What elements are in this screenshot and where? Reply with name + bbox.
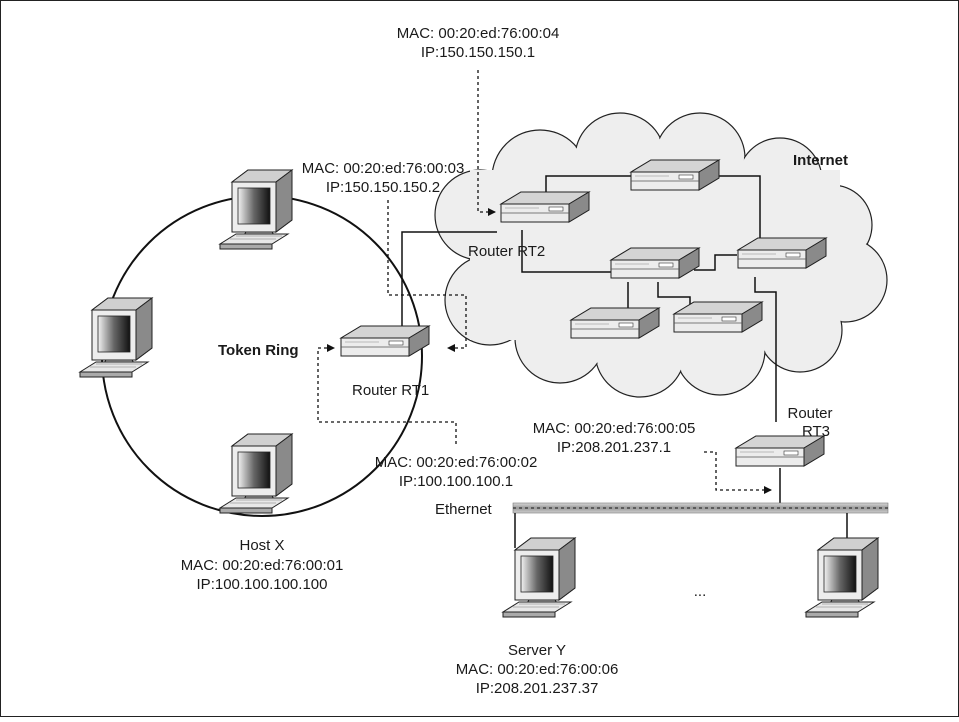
address-pointers <box>317 70 772 494</box>
rt2-ip-label: IP:150.150.150.1 <box>421 44 535 61</box>
internet-links <box>401 175 777 422</box>
server-y-computer-icon <box>502 537 576 618</box>
internet-label: Internet <box>793 152 848 169</box>
ethernet-bus <box>512 502 889 548</box>
ellipsis: ... <box>694 583 707 600</box>
rt2-mac-label: MAC: 00:20:ed:76:00:04 <box>397 25 560 42</box>
ring-computer-icon <box>79 297 153 378</box>
internet-router-icon <box>673 301 763 333</box>
server-y-ip-label: IP:208.201.237.37 <box>476 680 599 697</box>
router-rt2-icon <box>500 191 590 223</box>
router-rt3-icon <box>735 435 825 467</box>
router-rt1-label: Router RT1 <box>352 382 429 399</box>
ring-computer-icon <box>219 169 293 250</box>
internet-router-icon <box>570 307 660 339</box>
server-y-label: Server Y <box>508 642 566 659</box>
host-x-computer-icon <box>219 433 293 514</box>
router-rt3-label-line1: Router <box>787 405 832 422</box>
ethernet-label: Ethernet <box>435 501 493 518</box>
router-rt1-icon <box>340 325 430 357</box>
token-ring-label: Token Ring <box>218 342 299 359</box>
rt3-mac-label: MAC: 00:20:ed:76:00:05 <box>533 420 696 437</box>
rt1-lower-ip-label: IP:100.100.100.1 <box>399 473 513 490</box>
internet-router-icon <box>610 247 700 279</box>
rt3-ip-label: IP:208.201.237.1 <box>557 439 671 456</box>
rt1-upper-ip-label: IP:150.150.150.2 <box>326 179 440 196</box>
host-x-mac-label: MAC: 00:20:ed:76:00:01 <box>181 557 344 574</box>
rt1-lower-mac-label: MAC: 00:20:ed:76:00:02 <box>375 454 538 471</box>
server-y-mac-label: MAC: 00:20:ed:76:00:06 <box>456 661 619 678</box>
ethernet-computer-icon <box>805 537 879 618</box>
host-x-ip-label: IP:100.100.100.100 <box>197 576 328 593</box>
internet-router-icon <box>737 237 827 269</box>
internet-router-icon <box>630 159 720 191</box>
rt1-upper-mac-label: MAC: 00:20:ed:76:00:03 <box>302 160 465 177</box>
host-x-label: Host X <box>239 537 284 554</box>
router-rt2-label: Router RT2 <box>468 243 545 260</box>
router-rt3-label-line2: RT3 <box>802 423 830 440</box>
